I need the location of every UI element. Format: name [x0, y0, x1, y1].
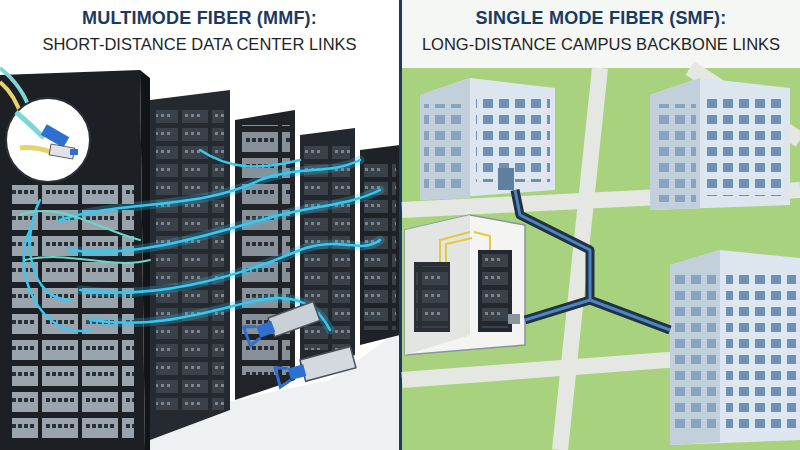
panel-heading: SINGLE MODE FIBER (SMF): — [476, 6, 727, 30]
fiber-panel: MULTIMODE FIBER (MMF):SHORT-DISTANCE DAT… — [0, 0, 399, 450]
panel-heading: MULTIMODE FIBER (MMF): — [82, 6, 317, 30]
panel-subheading: SHORT-DISTANCE DATA CENTER LINKS — [42, 32, 356, 56]
panel-subheading: LONG-DISTANCE CAMPUS BACKBONE LINKS — [422, 32, 780, 56]
fiber-panel: SINGLE MODE FIBER (SMF):LONG-DISTANCE CA… — [402, 0, 800, 450]
